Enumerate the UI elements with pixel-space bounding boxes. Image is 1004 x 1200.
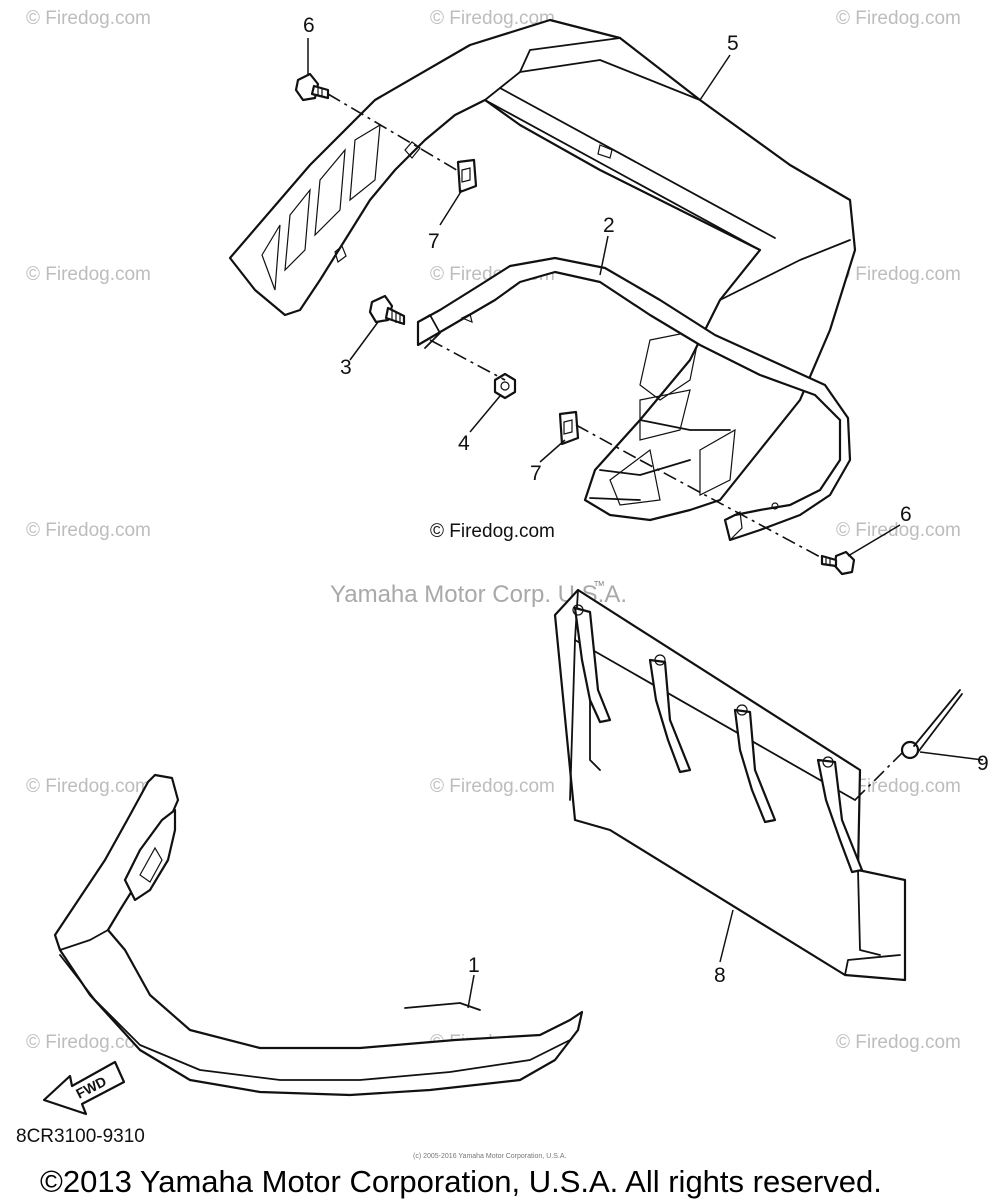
callout-7-top: 7 (428, 230, 440, 253)
watermark-row2-left: © Firedog.com (26, 264, 151, 285)
watermark-top-right: © Firedog.com (836, 8, 961, 29)
watermark-top-center: © Firedog.com (430, 8, 555, 29)
part-7-clip-top (456, 158, 478, 194)
watermark-row5-right: © Firedog.com (836, 1032, 961, 1053)
part-1-bumper (53, 773, 584, 1097)
part-4-nut (493, 372, 517, 400)
brand-trademark: TM (594, 581, 604, 588)
watermark-row4-right: © Firedog.com (836, 776, 961, 797)
callouts: 6 5 2 7 3 4 7 6 9 8 1 (303, 14, 989, 987)
callout-7-lower: 7 (530, 462, 542, 485)
watermark-row5-left: © Firedog.com (26, 1032, 151, 1053)
callout-8: 8 (714, 964, 726, 987)
copyright-footer: ©2013 Yamaha Motor Corporation, U.S.A. A… (40, 1164, 882, 1199)
part-6-bolt-right (820, 550, 856, 576)
callout-1: 1 (468, 954, 480, 977)
watermark-center-label: © Firedog.com (430, 521, 555, 542)
watermark-row4-left: © Firedog.com (26, 776, 151, 797)
watermark-top-left: © Firedog.com (26, 8, 151, 29)
part-8-flap (553, 588, 907, 982)
leader-lines (307, 38, 984, 1009)
fine-print: (c) 2005-2016 Yamaha Motor Corporation, … (413, 1153, 566, 1160)
watermark-row3-left: © Firedog.com (26, 520, 151, 541)
callout-4: 4 (458, 432, 470, 455)
callout-3: 3 (340, 356, 352, 379)
callout-6-right: 6 (900, 503, 912, 526)
callout-6-top: 6 (303, 14, 315, 37)
assembly-lines (327, 93, 906, 801)
diagram-code: 8CR3100-9310 (16, 1126, 145, 1147)
callout-2: 2 (603, 214, 615, 237)
part-9-rivet (900, 689, 963, 760)
callout-9: 9 (977, 752, 989, 775)
part-6-bolt-top (294, 72, 330, 102)
part-3-bolt (368, 294, 406, 326)
fwd-arrow: FWD (42, 1060, 126, 1116)
watermark-row3-right: © Firedog.com (836, 520, 961, 541)
callout-5: 5 (727, 32, 739, 55)
watermark-row4-center: © Firedog.com (430, 776, 555, 797)
part-7-clip-lower (558, 410, 580, 446)
watermarks: © Firedog.com © Firedog.com © Firedog.co… (26, 8, 961, 1053)
watermark-row2-right: © Firedog.com (836, 264, 961, 285)
